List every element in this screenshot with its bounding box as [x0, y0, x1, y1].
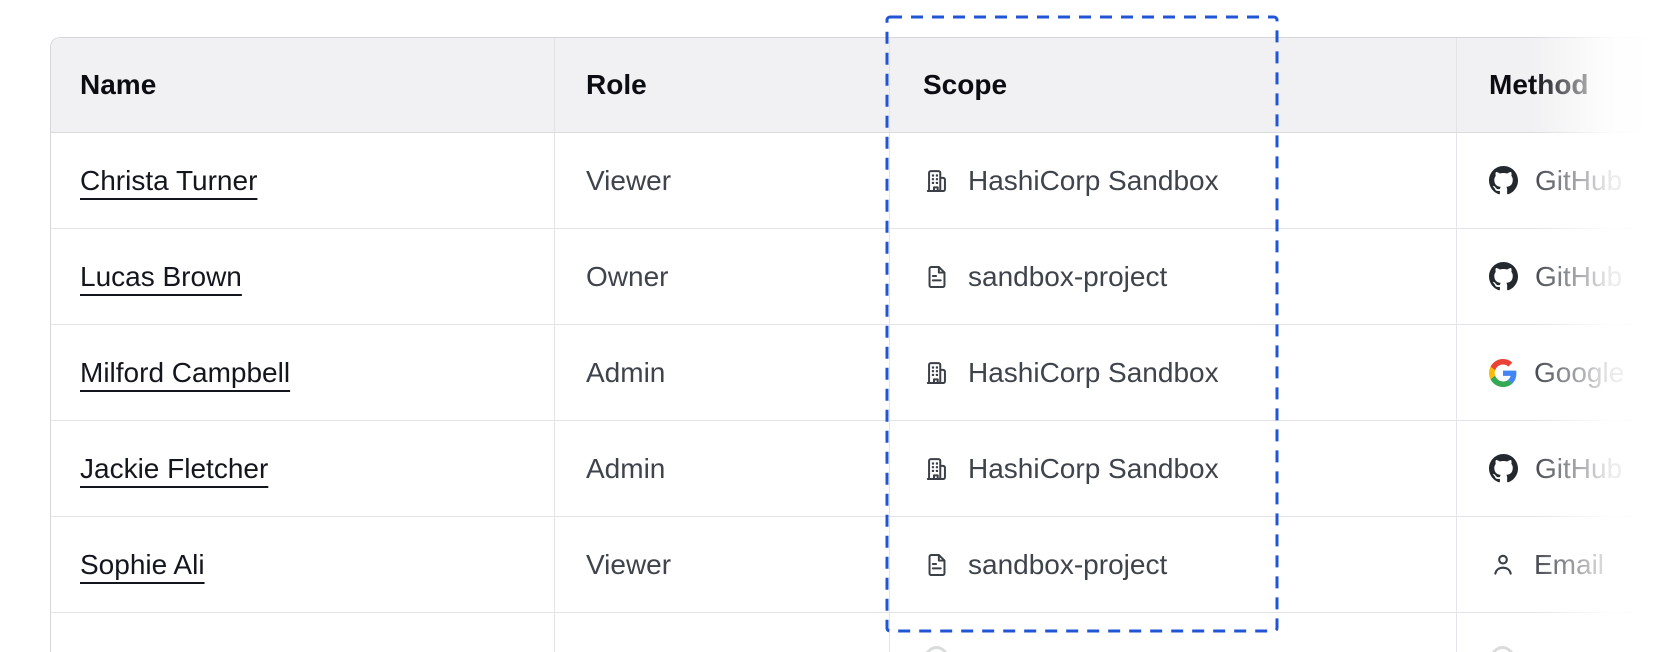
column-header-role: Role: [554, 38, 889, 132]
scope-label: HashiCorp Sandbox: [968, 452, 1219, 484]
role-cell: [554, 613, 889, 652]
name-cell: Christa Turner: [51, 133, 554, 228]
member-name-link[interactable]: Lucas Brown: [80, 260, 242, 292]
role-label: Admin: [586, 452, 666, 484]
method-label: Google: [1534, 356, 1625, 388]
org-icon: [926, 169, 946, 192]
github-icon: [1489, 454, 1518, 483]
org-icon: [926, 457, 946, 480]
method-label: GitHub: [1535, 164, 1623, 196]
name-cell: Sophie Ali: [51, 517, 554, 612]
method-cell: Google: [1456, 325, 1672, 420]
scope-label: HashiCorp Sandbox: [968, 356, 1219, 388]
file-text-icon: [928, 265, 946, 288]
table-row: Milford Campbell Admin HashiCorp Sandbox: [51, 325, 1672, 421]
member-name-link[interactable]: Milford Campbell: [80, 356, 291, 388]
method-cell: GitHub: [1456, 229, 1672, 324]
github-icon: [1489, 166, 1518, 195]
member-name-link[interactable]: Sophie Ali: [80, 548, 205, 580]
column-header-method: Method: [1456, 38, 1672, 132]
method-label: Email: [1534, 548, 1605, 580]
scope-cell: [889, 613, 1456, 652]
method-label: GitHub: [1535, 260, 1623, 292]
members-table: Name Role Scope Method Christa Turner Vi…: [50, 37, 1672, 652]
table-row: Lucas Brown Owner sandbox-project GitHub: [51, 229, 1672, 325]
role-label: Viewer: [586, 548, 672, 580]
scope-icon-partial: [923, 646, 950, 652]
role-cell: Owner: [554, 229, 889, 324]
role-label: Admin: [586, 356, 666, 388]
column-header-name-label: Name: [80, 69, 157, 100]
column-header-role-label: Role: [586, 69, 647, 100]
table-row: Sophie Ali Viewer sandbox-project Email: [51, 517, 1672, 613]
method-cell: GitHub: [1456, 133, 1672, 228]
table-header-row: Name Role Scope Method: [51, 38, 1672, 133]
scope-label: sandbox-project: [968, 260, 1168, 292]
role-label: Owner: [586, 260, 669, 292]
scope-label: HashiCorp Sandbox: [968, 164, 1219, 196]
column-header-scope-label: Scope: [923, 69, 1008, 100]
method-cell: GitHub: [1456, 421, 1672, 516]
method-icon-partial: [1489, 646, 1516, 652]
scope-cell: HashiCorp Sandbox: [889, 325, 1456, 420]
member-name-link[interactable]: Christa Turner: [80, 164, 258, 196]
name-cell: Jackie Fletcher: [51, 421, 554, 516]
role-cell: Viewer: [554, 517, 889, 612]
method-cell: Email: [1456, 517, 1672, 612]
scope-cell: sandbox-project: [889, 229, 1456, 324]
scope-label: sandbox-project: [968, 548, 1168, 580]
member-name-link[interactable]: Jackie Fletcher: [80, 452, 269, 484]
method-label: GitHub: [1535, 452, 1623, 484]
table-row: Christa Turner Viewer HashiCorp Sandbox: [51, 133, 1672, 229]
scope-cell: HashiCorp Sandbox: [889, 421, 1456, 516]
table-row-partial: [51, 613, 1672, 652]
role-cell: Admin: [554, 325, 889, 420]
name-cell: Milford Campbell: [51, 325, 554, 420]
google-icon: [1489, 358, 1517, 387]
column-header-scope: Scope: [889, 38, 1456, 132]
role-label: Viewer: [586, 164, 672, 196]
table-row: Jackie Fletcher Admin HashiCorp Sandbox: [51, 421, 1672, 517]
name-cell: [51, 613, 554, 652]
file-text-icon: [928, 553, 946, 576]
column-header-name: Name: [51, 38, 554, 132]
github-icon: [1489, 262, 1518, 291]
column-header-method-label: Method: [1489, 69, 1589, 100]
org-icon: [926, 361, 946, 384]
name-cell: Lucas Brown: [51, 229, 554, 324]
person-icon: [1494, 554, 1512, 575]
role-cell: Admin: [554, 421, 889, 516]
scope-cell: HashiCorp Sandbox: [889, 133, 1456, 228]
role-cell: Viewer: [554, 133, 889, 228]
method-cell: [1456, 613, 1672, 652]
scope-cell: sandbox-project: [889, 517, 1456, 612]
